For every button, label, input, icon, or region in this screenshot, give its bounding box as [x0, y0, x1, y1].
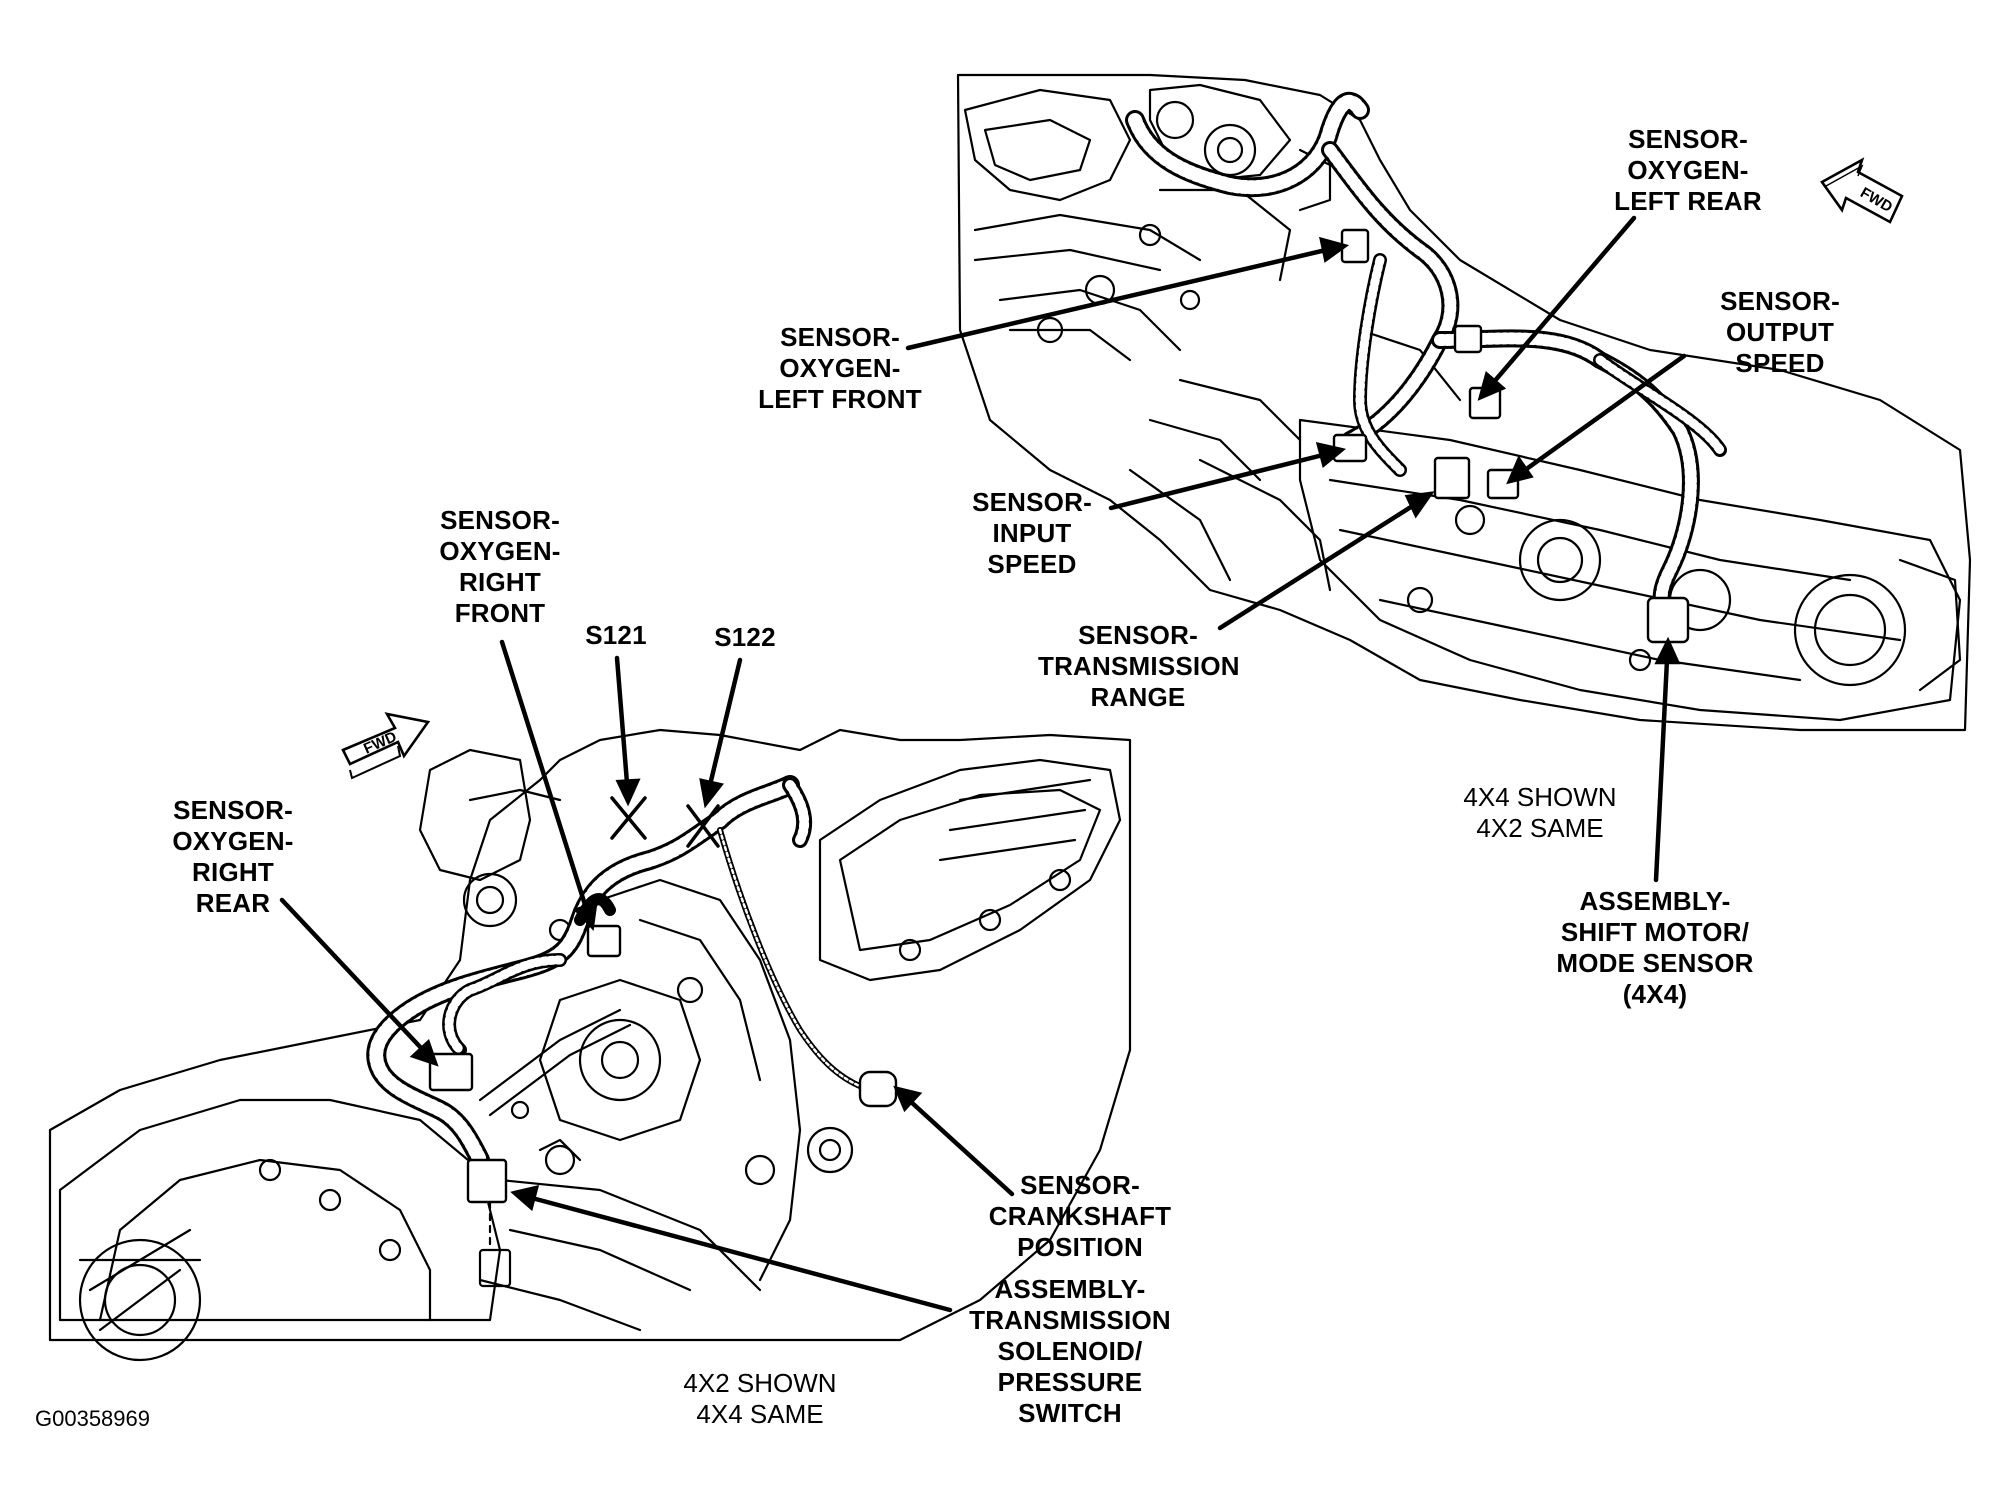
caption-bottom-line1: 4X2 SHOWN — [683, 1368, 837, 1398]
label-shift-motor-line1: ASSEMBLY- — [1579, 886, 1731, 916]
bottom-connectors — [428, 924, 898, 1204]
label-trans-solenoid-line3: SOLENOID/ — [997, 1336, 1143, 1366]
label-shift-motor-line4: (4X4) — [1622, 979, 1688, 1009]
label-input-speed-line1: SENSOR- — [972, 487, 1092, 517]
leader-input-speed — [1108, 452, 1326, 511]
label-oxygen-right-front: SENSOR- OXYGEN- RIGHT FRONT — [410, 505, 590, 629]
label-output-speed-line3: SPEED — [1735, 348, 1825, 378]
leader-oxygen-left-front — [905, 247, 1329, 351]
label-transmission-range-line2: TRANSMISSION — [1038, 651, 1240, 681]
bottom-engine-illustration — [48, 728, 1132, 1362]
label-oxygen-right-front-line2: OXYGEN- — [439, 536, 561, 566]
leader-head-oxygen-left-rear — [1477, 370, 1507, 401]
label-oxygen-left-rear-line2: OXYGEN- — [1627, 155, 1749, 185]
bottom-wiring-harness — [366, 775, 873, 1170]
label-output-speed-line1: SENSOR- — [1720, 286, 1840, 316]
label-s121: S121 — [585, 620, 647, 650]
leader-s121 — [614, 655, 630, 786]
label-trans-solenoid-line5: SWITCH — [1018, 1398, 1122, 1428]
leader-head-s122 — [699, 778, 724, 809]
label-input-speed-line3: SPEED — [987, 549, 1077, 579]
caption-bottom-view: 4X2 SHOWN 4X4 SAME — [660, 1368, 860, 1430]
leader-head-trans-solenoid — [510, 1184, 540, 1212]
label-output-speed-line2: OUTPUT — [1725, 317, 1835, 347]
label-crankshaft-line1: SENSOR- — [1020, 1170, 1140, 1200]
label-oxygen-left-front-line3: LEFT FRONT — [758, 384, 922, 414]
leader-oxygen-left-rear — [1490, 215, 1637, 386]
leader-crankshaft — [907, 1098, 1015, 1197]
label-oxygen-right-rear: SENSOR- OXYGEN- RIGHT REAR — [143, 795, 323, 919]
leader-shift-motor — [1653, 657, 1670, 883]
top-connectors — [1332, 228, 1690, 644]
label-transmission-range-line1: SENSOR- — [1078, 620, 1198, 650]
label-trans-solenoid-line1: ASSEMBLY- — [994, 1274, 1146, 1304]
leader-head-crankshaft — [893, 1085, 923, 1113]
leader-head-oxygen-right-rear — [409, 1039, 439, 1067]
label-oxygen-left-rear: SENSOR- OXYGEN- LEFT REAR — [1578, 124, 1798, 217]
fwd-arrow-bottom-label: FWD — [361, 728, 399, 757]
label-trans-solenoid-line2: TRANSMISSION — [969, 1305, 1171, 1335]
label-oxygen-left-rear-line1: SENSOR- — [1628, 124, 1748, 154]
leader-head-s121 — [615, 778, 641, 807]
leader-head-transmission-range — [1404, 491, 1435, 519]
label-oxygen-left-front: SENSOR- OXYGEN- LEFT FRONT — [730, 322, 950, 415]
top-engine-illustration — [956, 73, 1972, 732]
label-crankshaft-line3: POSITION — [1017, 1232, 1143, 1262]
label-oxygen-right-front-line1: SENSOR- — [440, 505, 560, 535]
label-crankshaft-line2: CRANKSHAFT — [988, 1201, 1172, 1231]
top-wiring-harness — [1125, 92, 1727, 619]
leader-head-oxygen-left-front — [1319, 236, 1350, 263]
label-oxygen-right-rear-line4: REAR — [195, 888, 271, 918]
label-trans-solenoid-line4: PRESSURE — [997, 1367, 1143, 1397]
label-shift-motor-line2: SHIFT MOTOR/ — [1560, 917, 1750, 947]
label-transmission-range: SENSOR- TRANSMISSION RANGE — [1038, 620, 1240, 713]
label-oxygen-left-front-line2: OXYGEN- — [779, 353, 901, 383]
leader-oxygen-right-front — [499, 639, 589, 911]
leader-head-input-speed — [1315, 441, 1346, 468]
caption-top-line2: 4X2 SAME — [1476, 813, 1604, 843]
leader-output-speed — [1522, 353, 1687, 473]
caption-top-line1: 4X4 SHOWN — [1463, 782, 1617, 812]
label-oxygen-right-rear-line1: SENSOR- — [173, 795, 293, 825]
label-shift-motor: ASSEMBLY- SHIFT MOTOR/ MODE SENSOR (4X4) — [1530, 886, 1780, 1010]
leader-s122 — [707, 657, 743, 788]
label-shift-motor-line3: MODE SENSOR — [1556, 948, 1754, 978]
label-oxygen-right-front-line4: FRONT — [454, 598, 546, 628]
label-oxygen-right-rear-line2: OXYGEN- — [172, 826, 294, 856]
leader-head-output-speed — [1506, 455, 1534, 485]
label-oxygen-right-front-line3: RIGHT — [459, 567, 541, 597]
leader-head-oxygen-right-front — [572, 900, 598, 931]
fwd-arrow-bottom: FWD — [341, 712, 431, 780]
leader-lines — [279, 215, 1687, 1313]
label-trans-solenoid: ASSEMBLY- TRANSMISSION SOLENOID/ PRESSUR… — [955, 1274, 1185, 1429]
diagram-code: G00358969 — [35, 1406, 150, 1431]
label-input-speed: SENSOR- INPUT SPEED — [952, 487, 1112, 580]
leader-head-shift-motor — [1654, 636, 1681, 665]
label-oxygen-left-front-line1: SENSOR- — [780, 322, 900, 352]
caption-bottom-line2: 4X4 SAME — [696, 1399, 824, 1429]
leader-oxygen-right-rear — [279, 897, 426, 1053]
caption-top-view: 4X4 SHOWN 4X2 SAME — [1440, 782, 1640, 844]
leader-transmission-range — [1217, 502, 1417, 631]
label-transmission-range-line3: RANGE — [1090, 682, 1186, 712]
leader-trans-solenoid — [529, 1195, 953, 1313]
label-oxygen-left-rear-line3: LEFT REAR — [1614, 186, 1762, 216]
label-output-speed: SENSOR- OUTPUT SPEED — [1690, 286, 1870, 379]
label-oxygen-right-rear-line3: RIGHT — [192, 857, 274, 887]
fwd-arrow-top: FWD — [1820, 157, 1904, 224]
label-crankshaft-position: SENSOR- CRANKSHAFT POSITION — [980, 1170, 1180, 1263]
label-input-speed-line2: INPUT — [992, 518, 1072, 548]
label-s122: S122 — [714, 622, 776, 652]
